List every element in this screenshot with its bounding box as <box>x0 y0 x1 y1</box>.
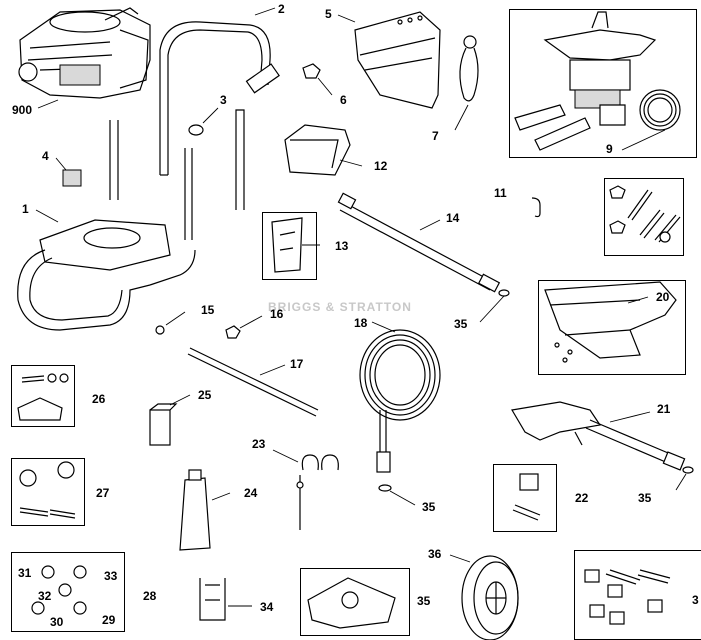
callout-30: 30 <box>50 615 64 629</box>
callout-16: 16 <box>270 307 284 321</box>
callout-6: 6 <box>340 93 347 107</box>
callout-13: 13 <box>335 239 349 253</box>
washer35-drawing <box>378 484 392 492</box>
callout-31: 31 <box>18 566 32 580</box>
box-part-20 <box>538 280 686 375</box>
callout-32: 32 <box>38 589 52 603</box>
callout-11: 11 <box>494 186 507 200</box>
callout-29: 29 <box>102 613 116 627</box>
callout-3-hardware: 3 <box>692 593 699 607</box>
engine-drawing <box>18 7 151 99</box>
pump-drawing <box>514 11 681 151</box>
box-part-22 <box>493 464 557 532</box>
box-part-35 <box>300 568 410 636</box>
decal13-drawing <box>271 217 303 273</box>
wheel-drawing <box>461 555 519 640</box>
callout-9: 9 <box>606 142 613 156</box>
callout-35-hose: 35 <box>422 500 436 514</box>
callout-36: 36 <box>428 547 442 561</box>
spray-gun-drawing <box>511 401 686 471</box>
box-part-10 <box>604 178 684 256</box>
callout-26: 26 <box>92 392 106 406</box>
callout-33: 33 <box>104 569 118 583</box>
box-part-9 <box>509 9 697 158</box>
knobs28-drawing <box>31 565 87 615</box>
nut-drawing <box>302 63 321 79</box>
callout-15: 15 <box>201 303 215 317</box>
callout-22: 22 <box>575 491 589 505</box>
box-part-13 <box>262 212 317 280</box>
bracket25-drawing <box>149 403 178 446</box>
nut16-drawing <box>225 325 241 339</box>
callout-25: 25 <box>198 388 212 402</box>
callout-12: 12 <box>374 159 388 173</box>
callout-2: 2 <box>278 2 285 16</box>
callout-28: 28 <box>143 589 157 603</box>
knobs27-drawing <box>19 461 76 519</box>
callout-1: 1 <box>22 202 29 216</box>
callout-18: 18 <box>354 316 368 330</box>
washer-drawing <box>155 325 165 335</box>
callout-27: 27 <box>96 486 110 500</box>
callout-35-gun: 35 <box>638 491 652 505</box>
callout-35-base: 35 <box>417 594 431 608</box>
callout-3: 3 <box>220 93 227 107</box>
bracket26-drawing <box>17 373 69 421</box>
callout-4: 4 <box>42 149 49 163</box>
callout-34: 34 <box>260 600 274 614</box>
callout-24: 24 <box>244 486 258 500</box>
watermark: BRIGGS & STRATTON <box>268 300 412 314</box>
box-part-3 <box>574 550 701 640</box>
hose-handle-drawing <box>544 281 677 363</box>
hose-drawing <box>359 329 441 473</box>
callout-23: 23 <box>252 437 266 451</box>
cover-drawing <box>354 11 441 109</box>
box-part-26 <box>11 365 75 427</box>
callout-900: 900 <box>12 103 33 117</box>
lance-drawing <box>337 192 501 293</box>
bottle-drawing <box>179 469 211 551</box>
callout-21: 21 <box>657 402 671 416</box>
strap-drawing <box>459 35 479 102</box>
callout-20: 20 <box>656 290 670 304</box>
callout-17: 17 <box>290 357 304 371</box>
decal-drawing <box>62 169 82 187</box>
frame-drawing <box>17 120 196 331</box>
box-part-27 <box>11 458 85 526</box>
callout-14: 14 <box>446 211 460 225</box>
hardware3-drawing <box>584 569 671 625</box>
box-part-28 <box>11 552 125 632</box>
handle-drawing <box>159 21 280 210</box>
shroud-drawing <box>284 124 351 176</box>
callout-7: 7 <box>432 129 439 143</box>
base35-drawing <box>307 577 396 629</box>
clip-drawing <box>531 197 541 218</box>
bolts-drawing <box>609 185 681 243</box>
knob22-drawing <box>512 473 541 521</box>
pipe-drawing <box>187 347 319 417</box>
hooks-drawing <box>296 454 339 530</box>
cap-drawing <box>188 124 204 136</box>
callout-35-lance: 35 <box>454 317 468 331</box>
holder-drawing <box>199 578 226 621</box>
callout-5: 5 <box>325 7 332 21</box>
